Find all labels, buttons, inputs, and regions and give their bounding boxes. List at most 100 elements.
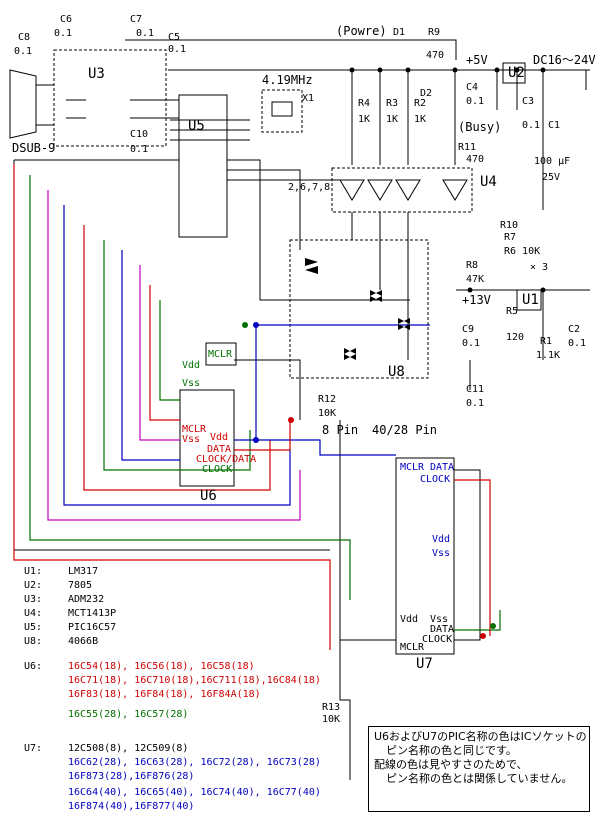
pic-name: 16C58(18): [200, 661, 255, 672]
part-name: ADM232: [68, 594, 105, 605]
u7-data-40: DATA: [430, 462, 454, 473]
dsub-connector: [9, 69, 37, 139]
part-ref: U5:: [24, 622, 43, 633]
part-ref: U4:: [24, 608, 43, 619]
label-r13: R13: [322, 702, 340, 713]
label-c4: C4: [466, 82, 478, 93]
label-c5v: 0.1: [168, 44, 186, 55]
wire-red-4: [234, 420, 291, 451]
u6-chip: [179, 389, 235, 487]
u8-outline: [289, 239, 429, 379]
wire-green-4: [454, 610, 501, 631]
label-dsub: DSUB-9: [12, 141, 55, 155]
label-c11v: 0.1: [466, 398, 484, 409]
u7-clock-40: CLOCK: [420, 474, 450, 485]
label-c6: C6: [60, 14, 72, 25]
pic-name: 16C54(18),: [68, 661, 135, 672]
u7-vss-8: Vss: [430, 614, 448, 625]
label-c2v: 0.1: [568, 338, 586, 349]
pic-name: 16C77(40): [266, 787, 321, 798]
part-name: 4066B: [68, 636, 99, 647]
label-r12v: 10K: [318, 408, 336, 419]
label-u2: U2: [508, 65, 525, 81]
pic-name: 16F84(18),: [134, 689, 201, 700]
part-name: 7805: [68, 580, 93, 591]
label-u6: U6: [200, 488, 217, 504]
label-r9: R9: [428, 27, 440, 38]
label-r4v: 1K: [358, 114, 370, 125]
pic-name: 16C71(18),: [68, 675, 135, 686]
label-r6: R6 10K: [504, 246, 540, 257]
wire-blue-1: [63, 205, 291, 506]
u6-upper-socket: [205, 342, 237, 366]
part-name: LM317: [68, 566, 99, 577]
label-8pin: 8 Pin: [322, 423, 358, 437]
label-c8: C8: [18, 32, 30, 43]
part-name: PIC16C57: [68, 622, 117, 633]
wire-green-3: [159, 300, 180, 401]
label-u4-pins: 2,6,7,8: [288, 182, 330, 193]
u7-chip: [395, 457, 455, 655]
pic-name: 16C63(28),: [134, 757, 201, 768]
label-c10: C10: [130, 129, 148, 140]
pic-name: 16F84A(18): [200, 689, 261, 700]
wire-red-2: [83, 225, 271, 491]
label-xtal: 4.19MHz: [262, 73, 313, 87]
label-r1: R1: [540, 336, 552, 347]
u6-compat-list: U6:16C54(18), 16C56(18), 16C58(18)16C71(…: [24, 660, 321, 722]
u3-outline: [53, 49, 167, 147]
note-line-4: ピン名称の色とは関係していません。: [386, 772, 573, 785]
compat-row: 16F874(40),16F877(40): [24, 800, 321, 814]
u6-vdd-18: Vdd: [210, 432, 228, 443]
u7-compat-list: U7:12C508(8), 12C509(8)16C62(28), 16C63(…: [24, 742, 321, 814]
label-u7: U7: [416, 656, 433, 672]
u7-vss-40: Vss: [432, 548, 450, 559]
compat-ref: U6:: [24, 661, 43, 672]
wire-purple-1: [47, 190, 301, 521]
u6-mclr-18: MCLR: [182, 424, 207, 435]
part-row: U1:LM317: [24, 565, 116, 579]
label-c1v: 100 μF: [534, 156, 570, 167]
colored-wiring: [13, 164, 501, 650]
compat-row: 16F83(18), 16F84(18), 16F84A(18): [24, 688, 321, 702]
pic-name: 16C65(40),: [134, 787, 201, 798]
label-r3: R3: [386, 98, 398, 109]
label-c3: C3: [522, 96, 534, 107]
label-c5: C5: [168, 32, 180, 43]
pic-name: 16C73(28): [266, 757, 321, 768]
label-u3: U3: [88, 66, 105, 82]
compat-row: 16C71(18), 16C710(18),16C711(18),16C84(1…: [24, 674, 321, 688]
label-r1v: 1.1K: [536, 350, 560, 361]
u6-mclr-28: MCLR: [208, 349, 233, 360]
label-c4v: 0.1: [466, 96, 484, 107]
part-ref: U8:: [24, 636, 43, 647]
wire-blue-2: [121, 250, 180, 461]
label-x1: X1: [302, 93, 314, 104]
label-dc: DC16～24V: [533, 53, 596, 67]
label-x3: × 3: [530, 262, 548, 273]
label-r13v: 10K: [322, 714, 340, 725]
label-r5v: 120: [506, 332, 524, 343]
crystal-outline: [261, 89, 303, 133]
compat-row: 16C64(40), 16C65(40), 16C74(40), 16C77(4…: [24, 786, 321, 800]
u7-data-8: DATA: [430, 624, 454, 635]
u7-vdd-8: Vdd: [400, 614, 418, 625]
label-u8: U8: [388, 364, 405, 380]
label-r8v: 47K: [466, 274, 484, 285]
wire-blue-4: [255, 324, 430, 440]
u6-clock-28: CLOCK: [202, 464, 232, 475]
label-c9v: 0.1: [462, 338, 480, 349]
u6-clockdata: CLOCK/DATA: [196, 454, 256, 465]
pic-name: 16F83(18),: [68, 689, 135, 700]
label-c9: C9: [462, 324, 474, 335]
rail-powre: [125, 39, 457, 60]
pic-name: 16C84(18): [266, 675, 321, 686]
u6-vss-18: Vss: [182, 434, 200, 445]
label-r10: R10: [500, 220, 518, 231]
label-r2: R2: [414, 98, 426, 109]
label-c3v: 0.1: [522, 120, 540, 131]
part-ref: U3:: [24, 594, 43, 605]
u7-vdd-40: Vdd: [432, 534, 450, 545]
